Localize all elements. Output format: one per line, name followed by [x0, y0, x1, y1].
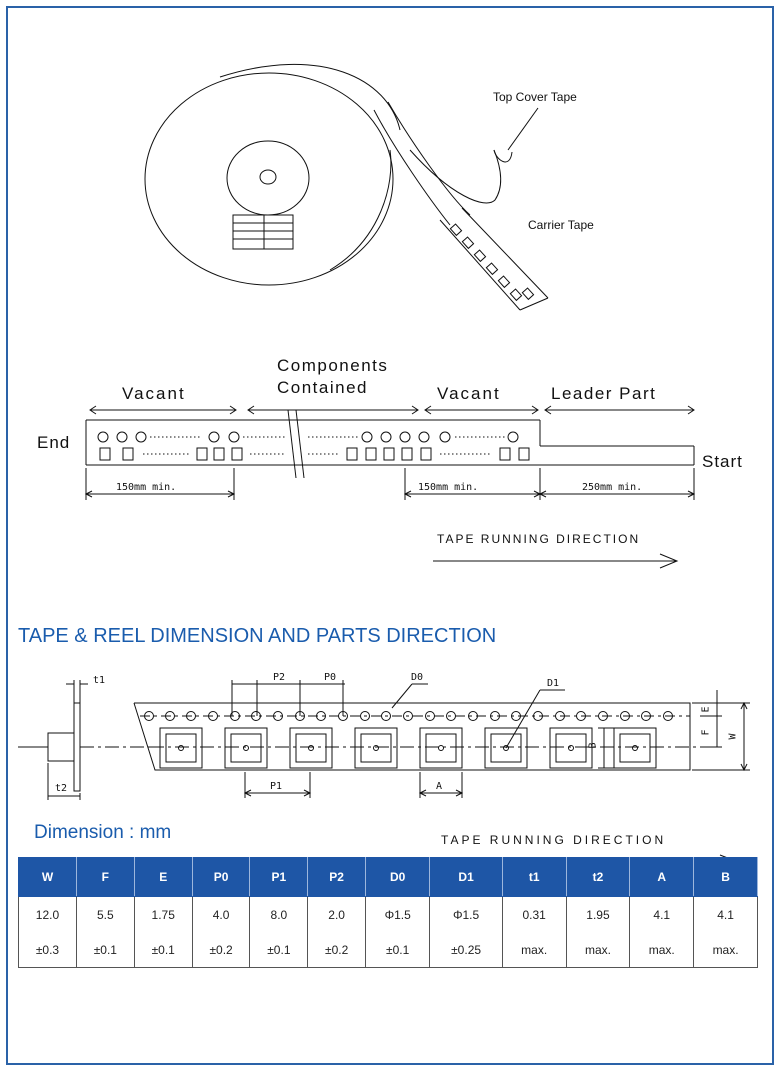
tolerance-cell: ±0.1 [249, 932, 309, 968]
tolerance-cell: ±0.3 [18, 932, 77, 968]
d1-label: D1 [547, 678, 560, 689]
t2-label: t2 [55, 783, 68, 794]
header-cell: t2 [565, 857, 631, 897]
tolerance-cell: max. [629, 932, 695, 968]
components-label-1: Components [277, 356, 389, 375]
tolerance-cell: ±0.1 [75, 932, 135, 968]
running-direction-label-2: TAPE RUNNING DIRECTION [441, 833, 667, 847]
vacant-left-label: Vacant [122, 384, 186, 403]
value-cell: 1.75 [133, 896, 193, 932]
top-cover-tape-label: Top Cover Tape [493, 90, 577, 104]
tape-layout-strip [85, 409, 695, 479]
header-cell: F [75, 857, 135, 897]
p1-label: P1 [270, 781, 283, 792]
a-label: A [436, 781, 443, 792]
sprocket-holes [144, 711, 673, 721]
tolerance-cell: ±0.1 [133, 932, 193, 968]
value-cell: 5.5 [75, 896, 135, 932]
header-cell: D0 [365, 857, 431, 897]
tolerance-cell: max. [565, 932, 631, 968]
tolerance-cell: ±0.1 [365, 932, 431, 968]
header-cell: E [133, 857, 193, 897]
tolerance-cell: ±0.25 [429, 932, 503, 968]
tolerance-cell: max. [501, 932, 567, 968]
value-cell: 0.31 [501, 896, 567, 932]
e-label: E [700, 706, 712, 713]
value-cell: 2.0 [307, 896, 367, 932]
d0-label: D0 [411, 672, 424, 683]
p2-label: P2 [273, 672, 286, 683]
value-cell: 4.0 [191, 896, 251, 932]
carrier-tape-label: Carrier Tape [528, 218, 594, 232]
start-label: Start [702, 452, 743, 471]
header-cell: B [693, 857, 758, 897]
end-label: End [37, 433, 71, 452]
table-row-tolerances: ±0.3 ±0.1 ±0.1 ±0.2 ±0.1 ±0.2 ±0.1 ±0.25… [18, 932, 758, 968]
value-cell: 12.0 [18, 896, 77, 932]
length-dimensions [84, 468, 696, 500]
dim-150-left: 150mm min. [116, 482, 177, 493]
tolerance-cell: ±0.2 [191, 932, 251, 968]
carrier-pockets [449, 223, 535, 302]
p0-label: P0 [324, 672, 337, 683]
tape-detail-drawing [18, 680, 750, 800]
dimension-table: W F E P0 P1 P2 D0 D1 t1 t2 A B 12.0 5.5 … [18, 857, 758, 968]
vacant-right-label: Vacant [437, 384, 501, 403]
header-cell: P2 [307, 857, 367, 897]
header-cell: P0 [191, 857, 251, 897]
w-label: W [727, 733, 739, 740]
dimension-caption: Dimension : mm [34, 822, 172, 843]
value-cell: 8.0 [249, 896, 309, 932]
tolerance-cell: ±0.2 [307, 932, 367, 968]
leader-part-label: Leader Part [551, 384, 657, 403]
header-cell: t1 [501, 857, 567, 897]
reel-diagram [144, 63, 549, 311]
section-arrows [89, 405, 695, 415]
dim-250: 250mm min. [582, 482, 643, 493]
value-cell: 4.1 [693, 896, 758, 932]
t1-label: t1 [93, 675, 106, 686]
dimension-table-header: W F E P0 P1 P2 D0 D1 t1 t2 A B [18, 857, 758, 897]
f-label: F [700, 729, 712, 736]
value-cell: 4.1 [629, 896, 695, 932]
components-label-2: Contained [277, 378, 369, 397]
table-row-values: 12.0 5.5 1.75 4.0 8.0 2.0 Φ1.5 Φ1.5 0.31… [18, 896, 758, 932]
header-cell: W [18, 857, 77, 897]
value-cell: Φ1.5 [429, 896, 503, 932]
dim-150-right: 150mm min. [418, 482, 479, 493]
b-label: B [587, 742, 599, 749]
running-direction-label-1: TAPE RUNNING DIRECTION [437, 532, 641, 546]
tolerance-cell: max. [693, 932, 758, 968]
section-title: TAPE & REEL DIMENSION AND PARTS DIRECTIO… [18, 625, 497, 647]
value-cell: Φ1.5 [365, 896, 431, 932]
page-frame [6, 6, 774, 1065]
header-cell: P1 [249, 857, 309, 897]
value-cell: 1.95 [565, 896, 631, 932]
header-cell: D1 [429, 857, 503, 897]
header-cell: A [629, 857, 695, 897]
